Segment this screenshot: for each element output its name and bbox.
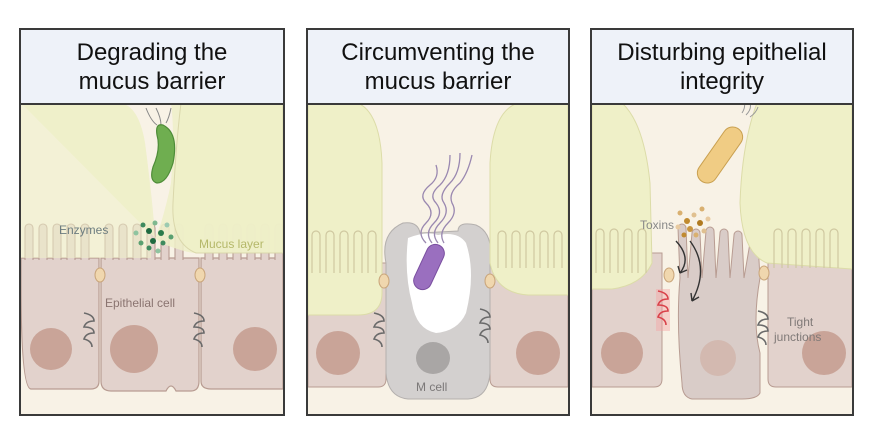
epithelial-cells <box>21 257 283 392</box>
junction-dot <box>378 273 390 289</box>
mucus-layer <box>592 103 653 290</box>
panel-circumventing-mucus: Circumventing the mucus barrier <box>306 28 570 416</box>
label-tight-junctions-2: junctions <box>773 330 821 344</box>
nucleus <box>601 332 643 374</box>
nucleus <box>802 331 846 375</box>
tight-junction-icon <box>82 312 205 348</box>
mucus-layer <box>308 103 383 316</box>
nucleus <box>30 328 72 370</box>
junction-dot <box>663 267 675 283</box>
label-enzymes: Enzymes <box>59 223 108 237</box>
label-toxins: Toxins <box>640 218 674 232</box>
degrading-illustration: Enzymes Mucus layer Epithelial cell <box>21 103 283 414</box>
nucleus <box>233 327 277 371</box>
label-tight-junctions-1: Tight <box>787 315 814 329</box>
panel-title: Disturbing epithelial integrity <box>592 30 852 105</box>
nucleus <box>316 331 360 375</box>
nucleus <box>110 325 158 373</box>
junction-dot <box>194 267 206 283</box>
junction-dot <box>94 267 106 283</box>
circumventing-illustration: M cell <box>308 103 568 414</box>
nucleus <box>700 340 736 376</box>
panel-title: Circumventing the mucus barrier <box>308 30 568 105</box>
panel-title-line1: Disturbing epithelial <box>617 38 827 66</box>
microvilli <box>311 230 563 273</box>
label-epithelial-cell: Epithelial cell <box>105 296 175 310</box>
label-mucus-layer: Mucus layer <box>199 237 264 251</box>
bacterium-yellow-icon <box>696 103 759 184</box>
disturbing-illustration: Toxins Tight junctions <box>592 103 852 414</box>
nucleus <box>516 331 560 375</box>
junction-dot <box>484 273 496 289</box>
arrow-icon <box>675 240 702 302</box>
tight-junction-icon <box>372 308 491 348</box>
panel-title-line2: mucus barrier <box>364 67 512 95</box>
panel-disturbing-integrity: Disturbing epithelial integrity <box>590 28 854 416</box>
panel-title-line1: Circumventing the <box>341 38 535 66</box>
panel-degrading-mucus: Degrading the mucus barrier <box>19 28 285 416</box>
panel-title-line2: mucus barrier <box>78 67 226 95</box>
disrupted-tight-junction-icon <box>656 290 669 326</box>
bacterium-purple-icon <box>413 152 473 291</box>
toxin-dots <box>675 206 711 238</box>
bacterium-green-icon <box>145 107 176 184</box>
damaged-epithelial-cell <box>677 223 761 400</box>
mucus-layer <box>739 103 852 270</box>
mucus-layer <box>489 103 568 296</box>
enzyme-dots <box>133 220 174 254</box>
junction-dot <box>758 265 770 281</box>
label-m-cell: M cell <box>416 380 447 394</box>
nucleus <box>416 342 450 374</box>
panel-title: Degrading the mucus barrier <box>21 30 283 105</box>
microvilli <box>595 228 839 273</box>
tight-junction-icon <box>756 310 769 346</box>
panel-title-line1: Degrading the <box>76 38 228 66</box>
panel-title-line2: integrity <box>679 67 765 95</box>
